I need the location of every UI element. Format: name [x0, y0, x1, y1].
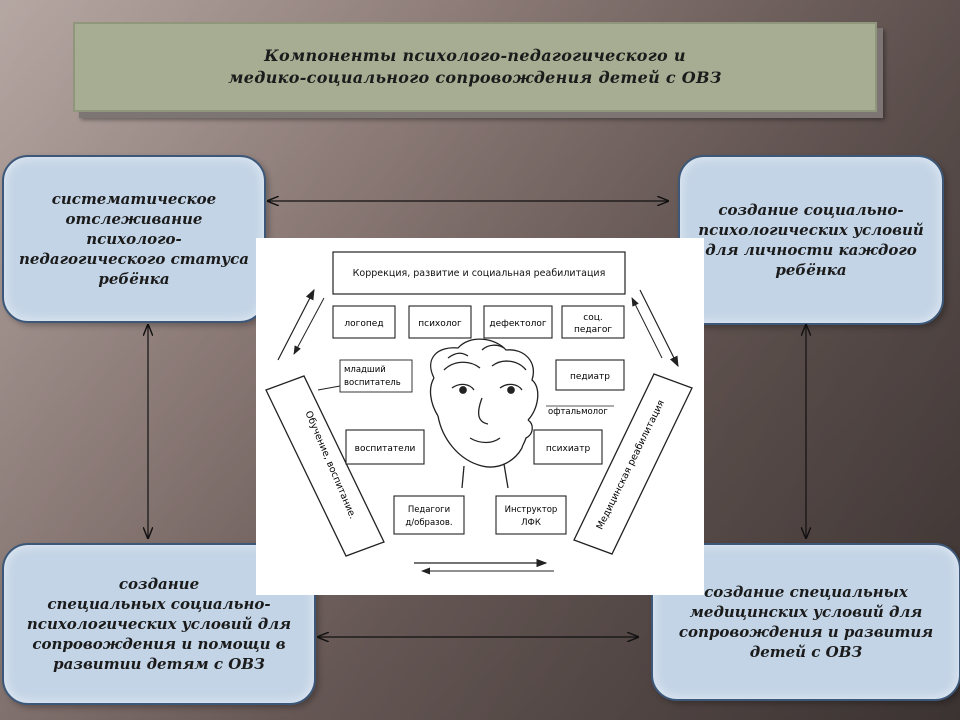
- card-text-line: создание специальных: [704, 583, 908, 601]
- card-text-line: педагогического статуса: [18, 250, 250, 268]
- arrow-upper-left: [277, 288, 315, 361]
- ped-teachers-box: [393, 495, 465, 535]
- card-text-line: создание социально-: [718, 201, 904, 219]
- defectologist-label: дефектолог: [489, 319, 546, 329]
- card-text-line: ребёнка: [775, 261, 847, 279]
- card-text-line: ребёнка: [98, 270, 170, 288]
- psychologist-label: психолог: [418, 319, 462, 329]
- support-diagram: Коррекция, развитие и социальная реабили…: [256, 238, 704, 595]
- correction-label: Коррекция, развитие и социальная реабили…: [353, 268, 606, 279]
- education-band: [265, 375, 385, 557]
- pediatrician-label: педиатр: [570, 372, 610, 382]
- title-line-1: Компоненты психолого-педагогического и: [264, 46, 686, 65]
- defectologist-box: [483, 305, 553, 339]
- ped-teachers-line-2: д/образов.: [405, 518, 452, 528]
- speech-therapist-box: [332, 305, 396, 339]
- card-social-psych-conditions: создание социально- психологических усло…: [678, 155, 944, 325]
- teachers-label: воспитатели: [355, 444, 416, 454]
- title-line-2: медико-социального сопровождения детей с…: [228, 68, 722, 87]
- card-text-line: психолого-: [86, 230, 182, 248]
- card-special-medical-conditions: создание специальных медицинских условий…: [651, 543, 960, 701]
- ophthalmologist-label: офтальмолог: [548, 407, 608, 417]
- card-text-line: для личности каждого: [705, 241, 917, 259]
- card-text-line: детей с ОВЗ: [749, 643, 863, 661]
- junior-teacher-box: [339, 359, 413, 393]
- junior-teacher-line-1: младший: [344, 365, 386, 375]
- title-banner: Компоненты психолого-педагогического и м…: [73, 22, 877, 112]
- arrow-upper-left-2: [293, 297, 325, 355]
- card-text-line: психологических условий для: [26, 615, 292, 633]
- teachers-box: [345, 429, 425, 465]
- speech-therapist-label: логопед: [344, 319, 383, 329]
- lfk-line-1: Инструктор: [505, 505, 558, 515]
- psychiatrist-box: [533, 429, 603, 465]
- junior-teacher-line-2: воспитатель: [344, 378, 401, 388]
- arrow-upper-right: [639, 289, 679, 368]
- card-text-line: сопровождения и развития: [678, 623, 934, 641]
- child-face-illustration: [429, 338, 539, 489]
- social-teacher-label-1: соц.: [583, 313, 602, 323]
- social-teacher-box: [561, 305, 625, 339]
- pediatrician-box: [555, 359, 625, 391]
- card-text-line: сопровождения и помощи в: [32, 635, 286, 653]
- psychiatrist-label: психиатр: [546, 444, 591, 454]
- card-text-line: специальных социально-: [47, 595, 271, 613]
- social-teacher-label-2: педагог: [574, 325, 612, 335]
- lfk-line-2: ЛФК: [521, 518, 541, 528]
- medical-band: [573, 373, 693, 555]
- card-text-line: создание: [118, 575, 200, 593]
- junior-teacher-pointer: [317, 385, 341, 391]
- card-text-line: психологических условий: [698, 221, 924, 239]
- psychologist-box: [408, 305, 472, 339]
- ped-teachers-line-1: Педагоги: [408, 505, 450, 515]
- card-text-line: развитии детям с ОВЗ: [53, 655, 265, 673]
- card-text-line: отслеживание: [65, 210, 203, 228]
- card-text-line: медицинских условий для: [689, 603, 923, 621]
- correction-box: [332, 251, 626, 295]
- card-status-monitoring: систематическое отслеживание психолого- …: [2, 155, 266, 323]
- card-text-line: систематическое: [51, 190, 217, 208]
- diagram-canvas: Коррекция, развитие и социальная реабили…: [265, 251, 693, 575]
- arrow-upper-right-2: [631, 297, 663, 359]
- lfk-box: [495, 495, 567, 535]
